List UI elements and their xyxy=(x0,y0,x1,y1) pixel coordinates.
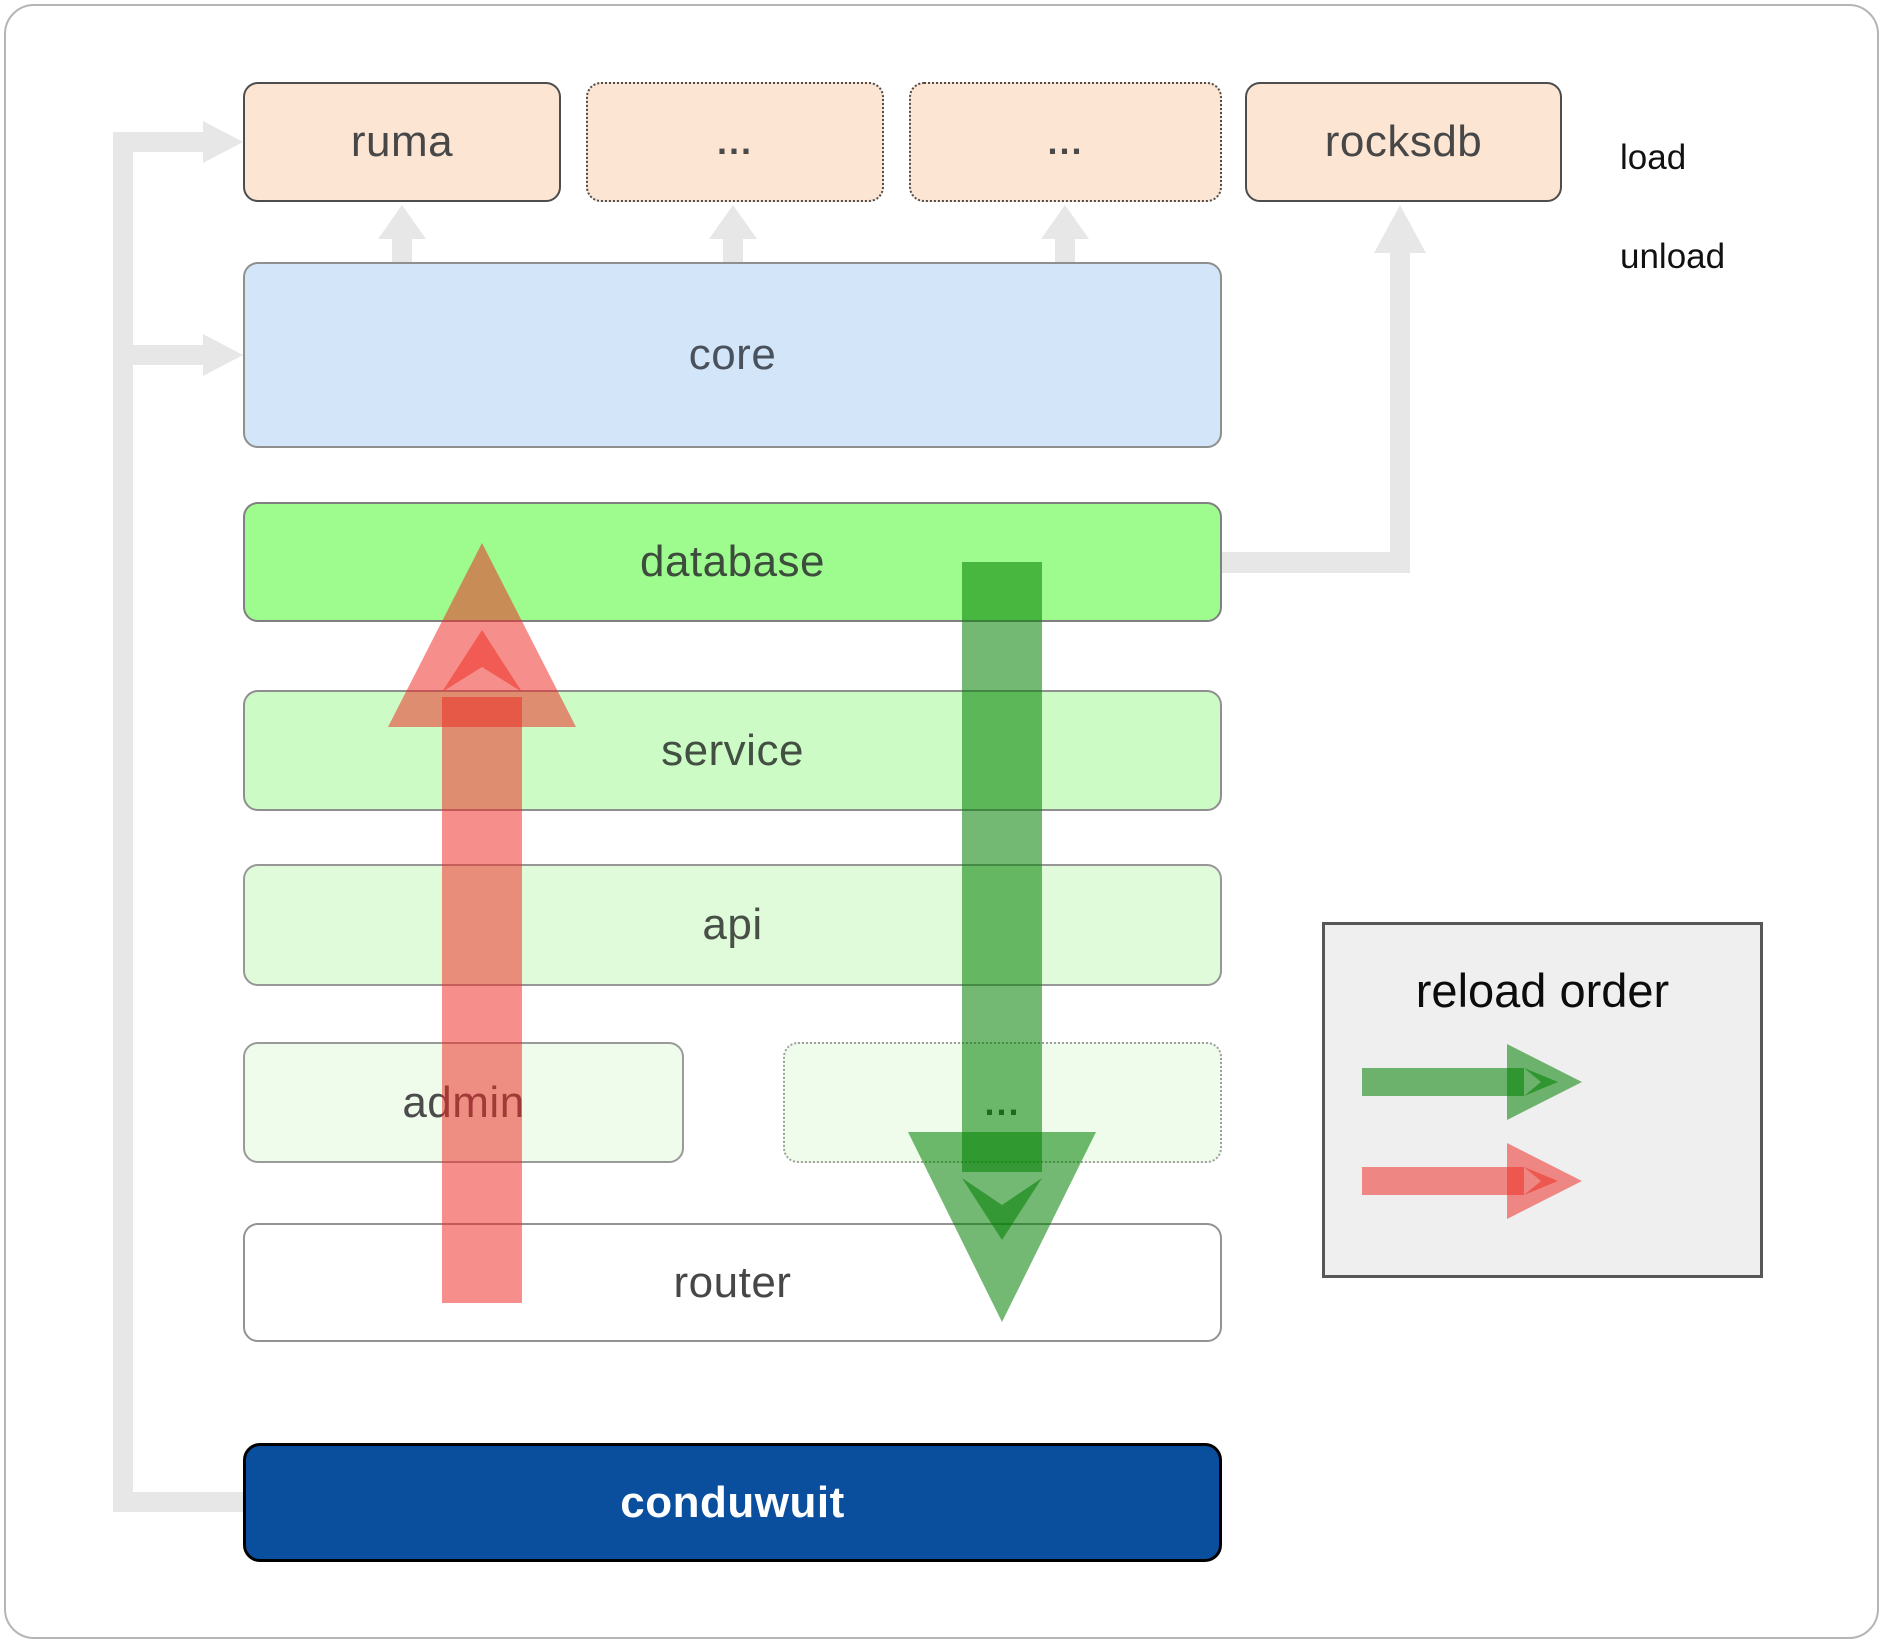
node-ruma: ruma xyxy=(243,82,561,202)
conduwuit-to-core-branch xyxy=(133,345,203,365)
up-arrowhead-icon xyxy=(378,205,426,239)
node-top-ellipsis-2: ... xyxy=(909,82,1222,202)
node-conduwuit: conduwuit xyxy=(243,1443,1222,1562)
node-router: router xyxy=(243,1223,1222,1342)
node-database: database xyxy=(243,502,1222,622)
node-admin-ellipsis: ... xyxy=(783,1042,1222,1163)
core-to-dots-arrow xyxy=(709,205,757,263)
core-to-dots-arrow xyxy=(1041,205,1089,263)
ellipsis-label: ... xyxy=(1047,121,1084,162)
node-router-label: router xyxy=(673,1257,792,1307)
legend-title: reload order xyxy=(1415,964,1670,1017)
up-arrowhead-icon xyxy=(709,205,757,239)
right-arrowhead-icon xyxy=(203,334,243,376)
node-rocksdb-label: rocksdb xyxy=(1324,117,1483,166)
node-ruma-label: ruma xyxy=(350,117,454,166)
node-api: api xyxy=(243,864,1222,986)
node-service: service xyxy=(243,690,1222,811)
core-to-ruma-arrow xyxy=(378,205,426,263)
up-arrowhead-icon xyxy=(1374,205,1426,253)
node-service-label: service xyxy=(661,725,804,775)
legend: reload order xyxy=(1322,922,1763,1278)
node-admin: admin xyxy=(243,1042,684,1163)
node-admin-label: admin xyxy=(402,1077,525,1127)
right-arrowhead-icon xyxy=(203,121,243,163)
conduwuit-to-ruma-connector xyxy=(113,121,243,1512)
ellipsis-label: ... xyxy=(716,121,753,162)
ellipsis-label: ... xyxy=(984,1081,1021,1123)
legend-unload-label: unload xyxy=(1620,237,1726,276)
legend-load-label: load xyxy=(1620,138,1687,177)
node-core-label: core xyxy=(688,330,777,379)
node-database-label: database xyxy=(639,537,826,586)
node-core: core xyxy=(243,262,1222,448)
database-to-rocksdb-connector xyxy=(1222,205,1426,573)
node-rocksdb: rocksdb xyxy=(1245,82,1562,202)
up-arrowhead-icon xyxy=(1041,205,1089,239)
node-conduwuit-label: conduwuit xyxy=(620,1477,845,1527)
node-api-label: api xyxy=(702,900,763,949)
node-top-ellipsis-1: ... xyxy=(586,82,884,202)
